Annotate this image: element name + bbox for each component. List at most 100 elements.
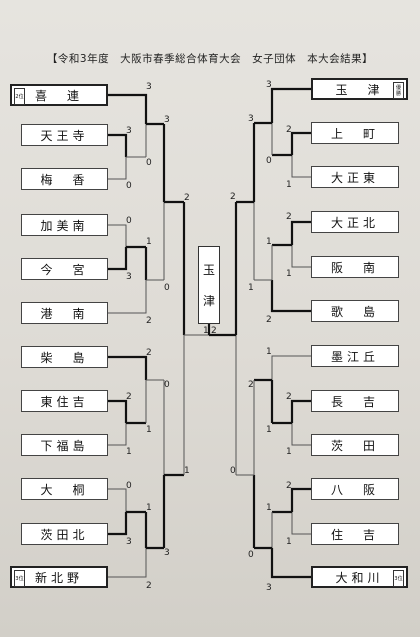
bracket-line [291, 512, 311, 535]
team-name: 今 宮 [40, 262, 89, 277]
team-name: 大和川 [335, 570, 384, 585]
winner-path [108, 133, 128, 157]
team-name: 大正東 [330, 170, 379, 185]
score: 3 [126, 272, 132, 282]
bracket-line [291, 155, 311, 178]
team-sumiyoshi: 住 吉 [311, 523, 399, 545]
team-name: 港 南 [40, 306, 89, 321]
score: 1 [286, 269, 292, 279]
score: 2 [126, 392, 132, 402]
winner-path [270, 280, 311, 313]
winner-path [290, 399, 311, 423]
winner-path [108, 399, 128, 423]
winner-path [108, 93, 148, 124]
score: 2 [184, 193, 190, 203]
third-place-badge: 3位 [393, 570, 404, 587]
score: 2 [286, 125, 292, 135]
score: 1 [126, 447, 132, 457]
score: 0 [164, 283, 170, 293]
team-name: 東住吉 [40, 394, 89, 409]
score: 3 [164, 115, 170, 125]
team-kamin: 加美南 [21, 214, 108, 236]
score: 1 [146, 503, 152, 513]
champion-box: 玉 津 [198, 246, 220, 324]
team-utajima: 歌 島 [311, 300, 399, 322]
final-score-left: 1 [203, 326, 209, 336]
team-name: 玉 津 [335, 82, 384, 97]
score: 3 [248, 114, 254, 124]
team-name: 大正北 [330, 215, 379, 230]
score: 2 [286, 481, 292, 491]
score: 3 [266, 583, 272, 593]
team-shibashima: 柴 島 [21, 346, 108, 368]
winner-path [290, 131, 311, 155]
team-higashisumiyoshi: 東住吉 [21, 390, 108, 412]
bracket-line [108, 224, 127, 247]
score: 2 [286, 392, 292, 402]
score: 3 [164, 548, 170, 558]
team-taishohigashi: 大正東 [311, 166, 399, 188]
score: 2 [266, 315, 272, 325]
winner-path [270, 87, 311, 123]
score: 2 [146, 316, 152, 326]
team-nagayoshi: 長 吉 [311, 390, 399, 412]
team-name: 阪 南 [330, 260, 379, 275]
team-yamatogawa: 大和川 3位 [311, 566, 408, 588]
score: 0 [266, 156, 272, 166]
champion-char-1: 玉 [202, 263, 215, 277]
team-shimofukushima: 下福島 [21, 434, 108, 456]
team-uemachi: 上 町 [311, 122, 399, 144]
team-tennoji: 天王寺 [21, 124, 108, 146]
team-name: 八 阪 [330, 482, 379, 497]
champion-char-2: 津 [202, 294, 215, 308]
score: 2 [146, 581, 152, 591]
score: 0 [126, 216, 132, 226]
team-matakita: 茨田北 [21, 523, 108, 545]
team-name: 長 吉 [330, 394, 379, 409]
score: 3 [266, 80, 272, 90]
score: 1 [146, 237, 152, 247]
winner-path [290, 220, 311, 245]
team-name: 柴 島 [40, 350, 89, 365]
score: 2 [146, 348, 152, 358]
team-name: 天王寺 [40, 128, 89, 143]
team-shinkitano: 3位 新北野 [10, 566, 108, 588]
winner-path [290, 487, 311, 512]
bracket-line [291, 423, 311, 446]
bracket-line [108, 548, 147, 578]
team-bokkooka: 墨江丘 [311, 345, 399, 367]
score: 1 [146, 425, 152, 435]
team-kireh: 2位 喜 連 [10, 84, 108, 106]
bracket-line [108, 488, 127, 512]
team-name: 住 吉 [330, 527, 379, 542]
score: 1 [286, 537, 292, 547]
score: 3 [126, 126, 132, 136]
score: 3 [146, 82, 152, 92]
score: 2 [230, 192, 236, 202]
score: 1 [266, 347, 272, 357]
team-hannan: 阪 南 [311, 256, 399, 278]
score: 0 [126, 181, 132, 191]
bracket-line [291, 245, 311, 268]
score: 1 [286, 180, 292, 190]
winner-path [108, 512, 128, 536]
winner-path [270, 548, 311, 579]
team-ibaraki: 茨 田 [311, 434, 399, 456]
team-taishokita: 大正北 [311, 211, 399, 233]
third-place-badge: 3位 [14, 570, 25, 587]
team-tamatsu: 玉 津 優勝 [311, 78, 408, 100]
team-name: 茨 田 [330, 438, 379, 453]
team-name: 上 町 [330, 126, 379, 141]
team-name: 新北野 [34, 570, 83, 585]
team-name: 下福島 [40, 438, 89, 453]
bracket-line [108, 423, 127, 446]
score: 0 [146, 158, 152, 168]
team-name: 歌 島 [330, 304, 379, 319]
winner-path [108, 247, 128, 271]
winner-path [108, 355, 148, 380]
score: 0 [126, 481, 132, 491]
champion-badge: 優勝 [393, 82, 404, 99]
team-name: 梅 香 [40, 172, 89, 187]
team-name: 大 桐 [40, 482, 89, 497]
